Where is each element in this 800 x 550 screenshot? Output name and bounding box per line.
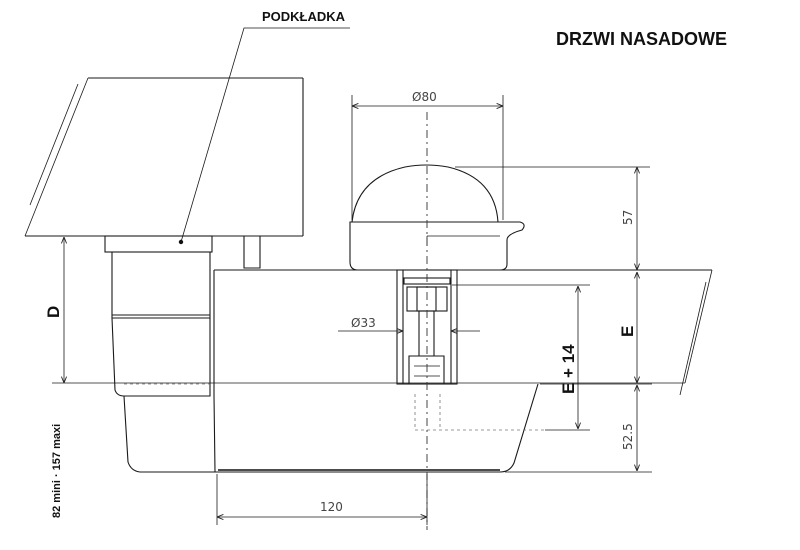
dim-D-label: D <box>44 306 63 318</box>
dome-cap <box>349 164 525 271</box>
dim-height-52-5-label: 52.5 <box>621 423 635 450</box>
dim-E14: E + 14 <box>452 284 590 431</box>
dim-D: D <box>44 237 214 384</box>
dim-height-57-label: 57 <box>621 210 635 225</box>
dim-range-label: 82 mini · 157 maxi <box>51 424 63 518</box>
spacer-block <box>104 235 261 269</box>
dim-E-right-label: E <box>618 326 637 337</box>
dim-diameter-80: Ø80 <box>351 90 504 220</box>
carcass-board <box>213 269 713 396</box>
dim-diameter-33-label: Ø33 <box>351 316 376 330</box>
dim-width-120-label: 120 <box>320 500 343 514</box>
callout-leader <box>180 27 350 243</box>
dim-diameter-80-label: Ø80 <box>412 90 437 104</box>
door-panel <box>24 77 304 237</box>
dim-E14-label: E + 14 <box>559 344 578 394</box>
callout-label: PODKŁADKA <box>262 9 346 24</box>
dim-diameter-33: Ø33 <box>338 316 480 331</box>
dim-height-57: 57 <box>455 166 650 270</box>
callout-dot <box>178 239 184 245</box>
hinge-housing <box>111 252 215 473</box>
dim-width-120: 120 <box>216 474 428 525</box>
dim-height-52-5: 52.5 <box>505 383 652 473</box>
lower-tray <box>213 383 545 473</box>
drawing-title: DRZWI NASADOWE <box>556 29 727 49</box>
dim-E-right: E <box>618 272 637 383</box>
